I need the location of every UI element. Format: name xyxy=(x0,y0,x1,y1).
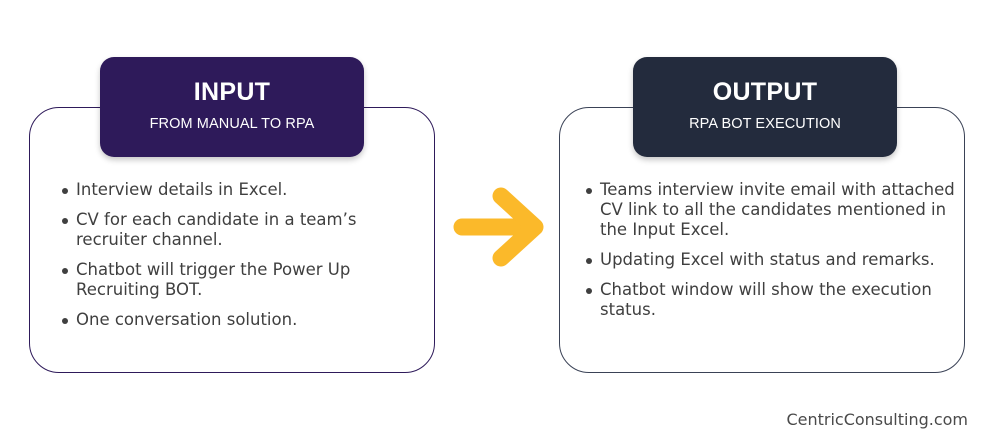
input-header: INPUT FROM MANUAL TO RPA xyxy=(100,57,364,157)
input-bullet-list: Interview details in Excel. CV for each … xyxy=(61,180,421,340)
bullet-text: CV for each candidate in a team’s recrui… xyxy=(76,210,357,249)
list-item: Chatbot window will show the execution s… xyxy=(585,280,955,320)
bullet-text: Chatbot will trigger the Power Up Recrui… xyxy=(76,260,351,299)
output-header: OUTPUT RPA BOT EXECUTION xyxy=(633,57,897,157)
output-title: OUTPUT xyxy=(712,78,818,106)
output-subtitle: RPA BOT EXECUTION xyxy=(689,116,841,132)
bullet-icon xyxy=(62,218,68,224)
bullet-text: Chatbot window will show the execution s… xyxy=(600,280,932,319)
list-item: CV for each candidate in a team’s recrui… xyxy=(61,210,421,250)
input-title: INPUT xyxy=(193,78,271,106)
bullet-icon xyxy=(62,268,68,274)
arrow-head xyxy=(492,187,544,267)
list-item: Interview details in Excel. xyxy=(61,180,421,200)
list-item: Chatbot will trigger the Power Up Recrui… xyxy=(61,260,421,300)
bullet-text: One conversation solution. xyxy=(76,310,298,329)
bullet-text: Interview details in Excel. xyxy=(76,180,288,199)
output-bullet-list: Teams interview invite email with attach… xyxy=(585,180,955,330)
bullet-text: Updating Excel with status and remarks. xyxy=(600,250,935,269)
bullet-icon xyxy=(62,318,68,324)
bullet-icon xyxy=(586,258,592,264)
list-item: Teams interview invite email with attach… xyxy=(585,180,955,240)
brand-footer: CentricConsulting.com xyxy=(786,410,968,429)
list-item: One conversation solution. xyxy=(61,310,421,330)
output-panel xyxy=(559,107,965,373)
bullet-icon xyxy=(586,188,592,194)
bullet-icon xyxy=(62,188,68,194)
bullet-text: Teams interview invite email with attach… xyxy=(600,180,955,239)
input-subtitle: FROM MANUAL TO RPA xyxy=(149,116,315,132)
list-item: Updating Excel with status and remarks. xyxy=(585,250,955,270)
arrow-right-icon xyxy=(453,187,544,267)
bullet-icon xyxy=(586,288,592,294)
